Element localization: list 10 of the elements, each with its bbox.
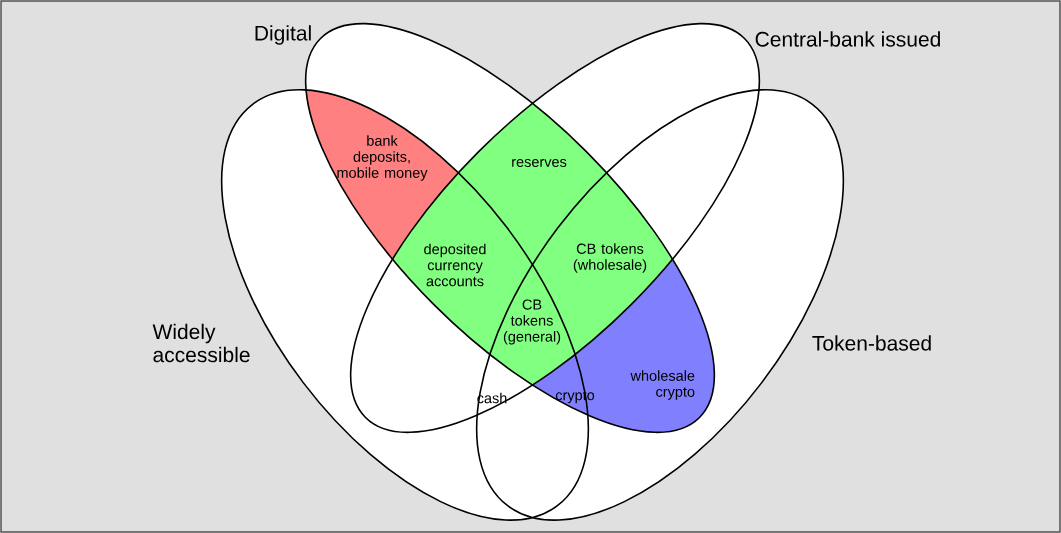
region-label: reserves xyxy=(512,159,567,167)
set-label: Widely accessible xyxy=(152,323,250,363)
set-label: Token-based xyxy=(812,335,931,351)
set-label: Digital xyxy=(255,25,311,45)
region-label: deposited currency accounts xyxy=(424,243,486,287)
region-label: bank deposits, mobile money xyxy=(337,135,428,181)
set-label: Central-bank issued xyxy=(755,31,940,47)
region-label: CB tokens (general) xyxy=(503,299,561,345)
region-label: CB tokens (wholesale) xyxy=(573,243,647,273)
region-label: wholesale crypto xyxy=(630,370,695,400)
